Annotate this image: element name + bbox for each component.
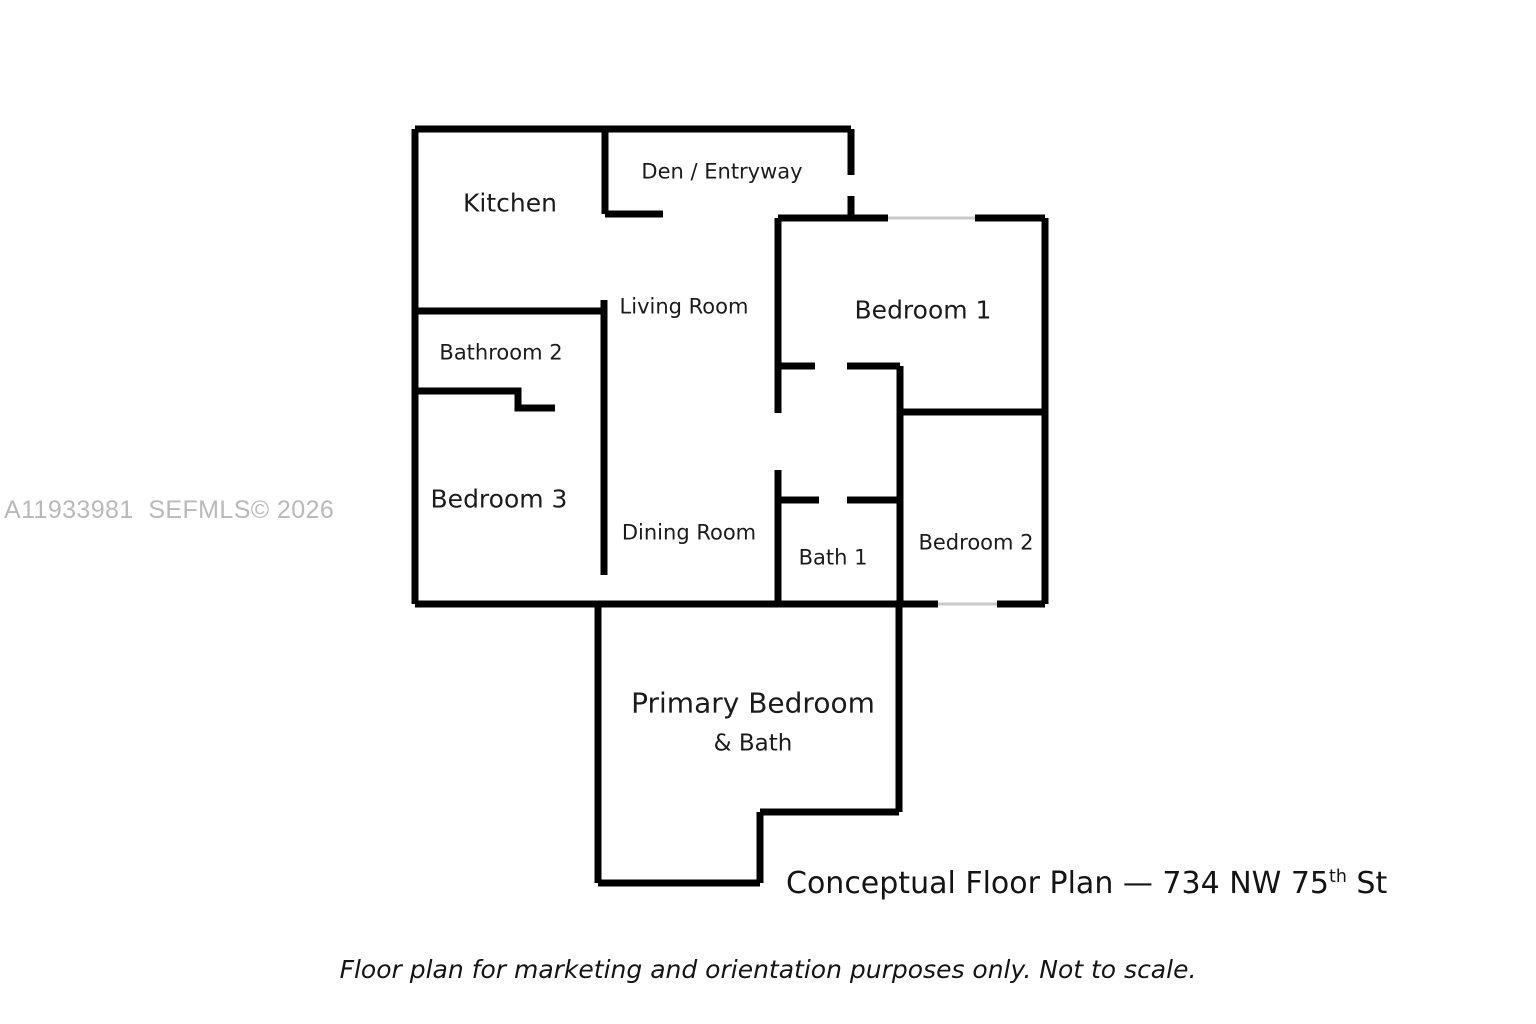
room-label-dining-room: Dining Room [621,520,757,545]
caption-street-suffix: St [1346,866,1388,901]
room-label-bedroom-1: Bedroom 1 [854,295,992,325]
plan-disclaimer: Floor plan for marketing and orientation… [339,955,1197,984]
room-label-living-room: Living Room [619,294,749,319]
room-label-kitchen: Kitchen [463,188,557,218]
room-label-primary-bath: & Bath [713,730,793,757]
plan-caption: Conceptual Floor Plan — 734 NW 75th St [786,866,1387,901]
caption-main-text: Conceptual Floor Plan — 734 NW 75 [786,866,1330,901]
room-label-bedroom-3: Bedroom 3 [430,484,568,514]
room-label-bathroom-2: Bathroom 2 [439,340,563,365]
caption-ordinal-suffix: th [1329,867,1347,887]
room-label-den-entryway: Den / Entryway [641,159,803,184]
room-label-primary-bedroom: Primary Bedroom [631,686,875,720]
wall-bathroom2-bottom-step [415,387,555,412]
room-label-bath-1: Bath 1 [798,545,868,570]
mls-watermark: A11933981 SEFMLS© 2026 [4,496,335,524]
room-label-bedroom-2: Bedroom 2 [918,530,1034,555]
